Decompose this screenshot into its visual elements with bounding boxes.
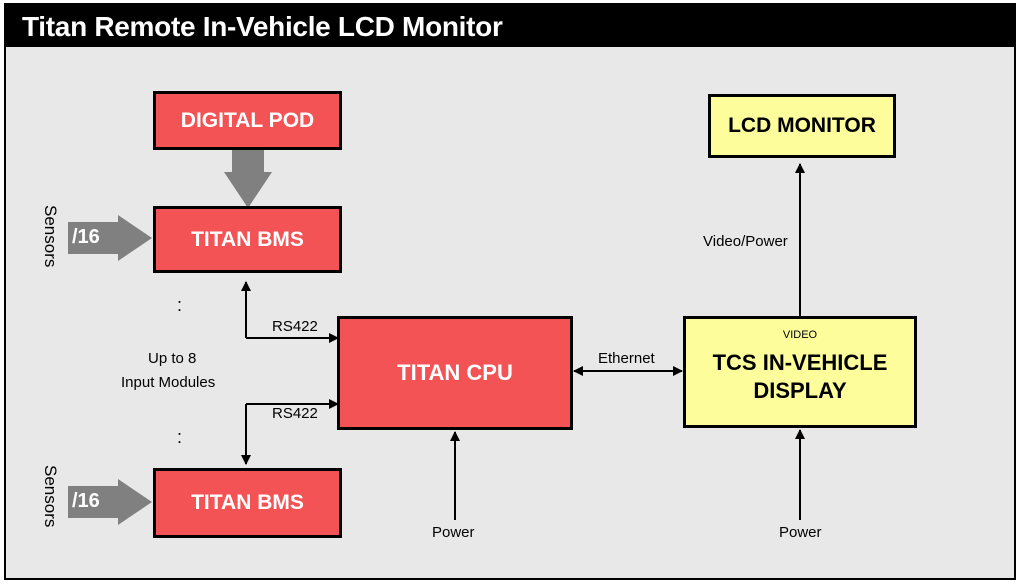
tcs-display-block: VIDEO TCS IN-VEHICLE DISPLAY	[683, 316, 917, 428]
sensors-bottom-label: Sensors	[41, 465, 60, 528]
titan-cpu-block: TITAN CPU	[337, 316, 573, 430]
video-power-label: Video/Power	[703, 233, 788, 250]
ethernet-label: Ethernet	[598, 350, 655, 367]
page-title: Titan Remote In-Vehicle LCD Monitor	[22, 11, 503, 42]
titan-bms-top-block: TITAN BMS	[153, 206, 342, 273]
input-count-bottom-label: /16	[72, 490, 100, 512]
sensors-top-label: Sensors	[41, 205, 60, 268]
sensor-arrow-bottom	[68, 479, 152, 525]
digital-pod-block: DIGITAL POD	[153, 91, 342, 150]
input-count-top-label: /16	[72, 226, 100, 248]
power-display-label: Power	[779, 524, 822, 541]
sensor-arrow-top	[68, 215, 152, 261]
rs422-bottom-label: RS422	[272, 405, 318, 422]
title-bar: Titan Remote In-Vehicle LCD Monitor	[4, 3, 1016, 47]
ellipsis-bottom: :	[177, 427, 183, 447]
rs422-top-label: RS422	[272, 318, 318, 335]
titan-bms-bottom-block: TITAN BMS	[153, 468, 342, 538]
modules-line1: Up to 8	[148, 350, 197, 367]
modules-line2: Input Modules	[121, 374, 216, 391]
power-cpu-label: Power	[432, 524, 475, 541]
display-title-line1: TCS IN-VEHICLE	[712, 350, 888, 375]
lcd-monitor-block: LCD MONITOR	[708, 94, 896, 158]
ellipsis-top: :	[177, 295, 183, 315]
pod-to-bms-arrow	[224, 150, 272, 208]
display-video-tag: VIDEO	[782, 329, 818, 341]
display-title-line2: DISPLAY	[753, 378, 847, 403]
